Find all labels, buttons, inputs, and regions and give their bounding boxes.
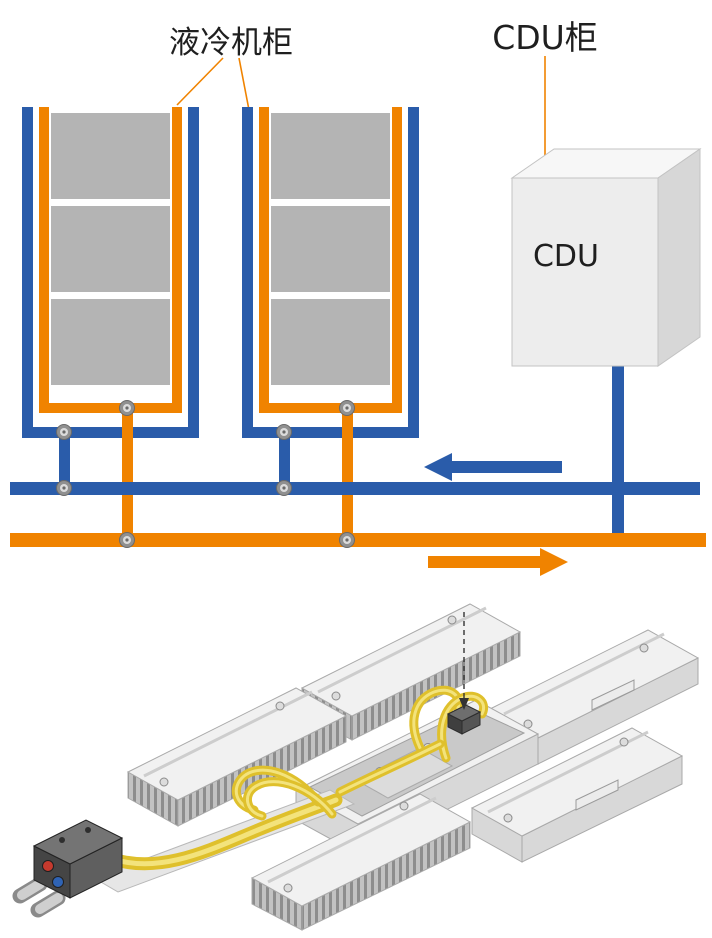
- screw-posts: [331, 615, 457, 701]
- cabinet2-supply-pipe-bottom: [242, 427, 419, 438]
- rack-cabinets-label: 液冷机柜: [169, 25, 293, 61]
- screw-posts: [503, 737, 629, 823]
- cabinet1-shelves: [51, 113, 170, 385]
- rack-cabinet-1: [22, 107, 199, 537]
- valve-icon: [56, 424, 72, 440]
- cabinet2-return-pipe-left: [259, 107, 269, 413]
- supply-main-pipe: [10, 482, 700, 495]
- cabinet1-supply-pipe-left: [22, 107, 33, 438]
- coolant-tubes: [103, 685, 488, 871]
- hot-port-red: [42, 860, 54, 872]
- valve-icon: [276, 424, 292, 440]
- screw-posts: [159, 701, 285, 787]
- connector-bolts: [59, 827, 91, 843]
- server-module-right: [470, 727, 684, 863]
- cdu-box: CDU: [510, 148, 702, 367]
- cabinet2-supply-pipe-left: [242, 107, 253, 438]
- module-label-plate: [591, 679, 635, 711]
- blind-mate-connector: [12, 819, 124, 918]
- rack-cabinet-2: [242, 107, 419, 537]
- valve-icon: [119, 532, 135, 548]
- cdu-box-side-face: [657, 148, 701, 367]
- cabinet1-supply-pipe-right: [188, 107, 199, 438]
- cabinet1-supply-drop: [59, 437, 70, 484]
- cdu-riser-pipe: [612, 366, 624, 540]
- server-module-bottom: [250, 793, 472, 931]
- screw-posts: [283, 801, 409, 893]
- connector-body-top-face: [32, 819, 124, 865]
- valve-icon: [276, 480, 292, 496]
- cabinet1-return-pipe-right: [172, 107, 182, 413]
- tray-cold-plate: [354, 747, 454, 799]
- insertion-dashed-line: [459, 612, 469, 710]
- return-main-pipe: [10, 533, 706, 547]
- module-label-plate: [575, 779, 619, 811]
- valve-icons: [56, 400, 355, 548]
- valve-icon: [339, 532, 355, 548]
- cabinet2-return-drop: [342, 412, 353, 537]
- cabinet1-return-pipe-bottom: [39, 403, 182, 413]
- cabinet2-return-pipe-bottom: [259, 403, 402, 413]
- return-flow-right-arrow-icon: [428, 548, 568, 576]
- valve-icon: [56, 480, 72, 496]
- cabinet2-supply-pipe-right: [408, 107, 419, 438]
- cabinet2-return-pipe-right: [392, 107, 402, 413]
- cabinet1-supply-pipe-bottom: [22, 427, 199, 438]
- cdu-cabinet-label: CDU柜: [492, 18, 598, 57]
- cold-port-blue: [52, 876, 64, 888]
- cabinet2-supply-drop: [279, 437, 290, 484]
- valve-icon: [119, 400, 135, 416]
- supply-flow-left-arrow-icon: [424, 453, 562, 481]
- cdu-box-front-face: [511, 177, 659, 367]
- valve-icon: [339, 400, 355, 416]
- cabinet1-return-pipe-left: [39, 107, 49, 413]
- cabinet1-return-drop: [122, 412, 133, 537]
- cabinet2-shelves: [271, 113, 390, 385]
- cdu-box-label: CDU: [533, 239, 599, 274]
- tray-quick-connector: [446, 704, 482, 735]
